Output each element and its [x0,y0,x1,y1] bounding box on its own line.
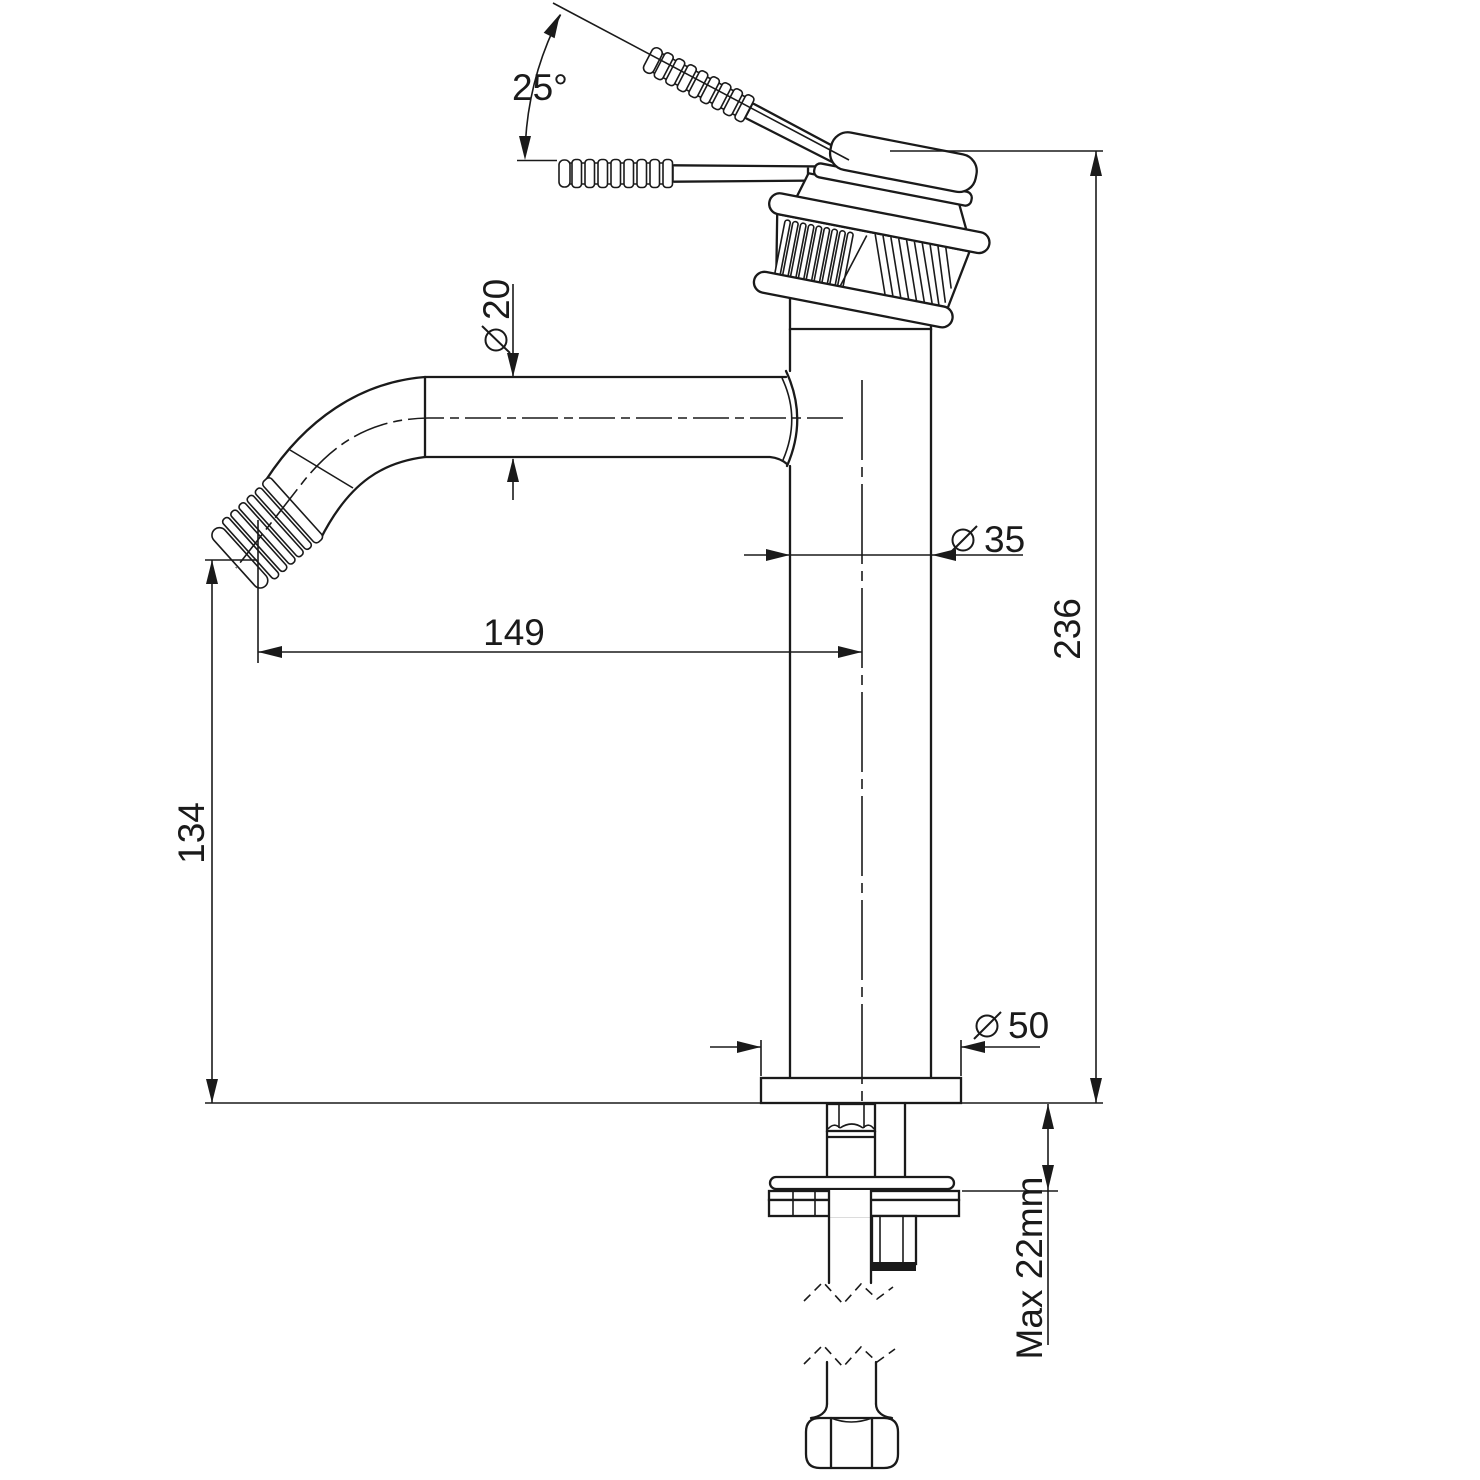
knurl-top-bead [768,192,991,255]
dimension-spout-reach: 149 [257,520,862,663]
diameter-symbol [949,525,978,554]
diameter-symbol [481,325,511,354]
lever-handle-raised [642,46,861,174]
break-line-lower [803,1343,896,1369]
spout-centerline [235,417,843,569]
mounting-stud [870,1214,918,1266]
dimension-base-diameter: 50 [710,1005,1049,1076]
handle-grip-endcap [642,46,664,75]
dimension-spout-diameter: 20 [476,279,519,500]
shank-hex-nut [825,1102,877,1133]
spout-diameter-label: 20 [476,279,517,320]
knurl-ribs-side [836,233,952,312]
spout-bend-joint [289,449,354,489]
spout-height-label: 134 [171,802,212,864]
mounting-stud-base [872,1262,916,1271]
threaded-shank [825,1129,877,1179]
spout-bend-outer [264,375,427,482]
spout-outlet-face [211,526,269,589]
body-diameter-label: 35 [984,519,1025,560]
overall-height-label: 236 [1047,598,1088,660]
rubber-washer [768,1175,956,1191]
lever-handle-closed [558,158,853,189]
mounting-thickness-label: Max 22mm [1009,1177,1050,1360]
dimension-mounting-thickness: Max 22mm [962,1104,1058,1359]
dimension-lever-angle: 25° [512,2,850,162]
knurl-bottom-bead [752,270,954,329]
spout-bend-inner [318,455,427,542]
faucet-body [781,327,933,1080]
spout-reach-label: 149 [483,612,545,653]
handle-grip-endcap [558,159,571,188]
base-and-mounting [759,1076,963,1470]
knurled-head-assembly [752,131,991,329]
spout [211,375,789,589]
spout-body-fillet-inner [781,377,793,461]
lever-angle-label: 25° [512,67,568,108]
dimension-spout-height: 134 [171,559,257,1103]
base-diameter-label: 50 [1008,1005,1049,1046]
connector-hex-nut [804,1416,900,1470]
dimension-body-diameter: 35 [744,519,1025,561]
spout-aerator-threads [211,477,324,589]
supply-pipe-lower [825,1360,878,1406]
dimension-overall-height: 236 [890,150,1103,1103]
pivot-cap [828,131,978,194]
diameter-symbol [973,1011,1002,1040]
base-flange [759,1076,963,1105]
break-line-upper [803,1280,894,1306]
spout-bottom-edge [423,455,789,466]
